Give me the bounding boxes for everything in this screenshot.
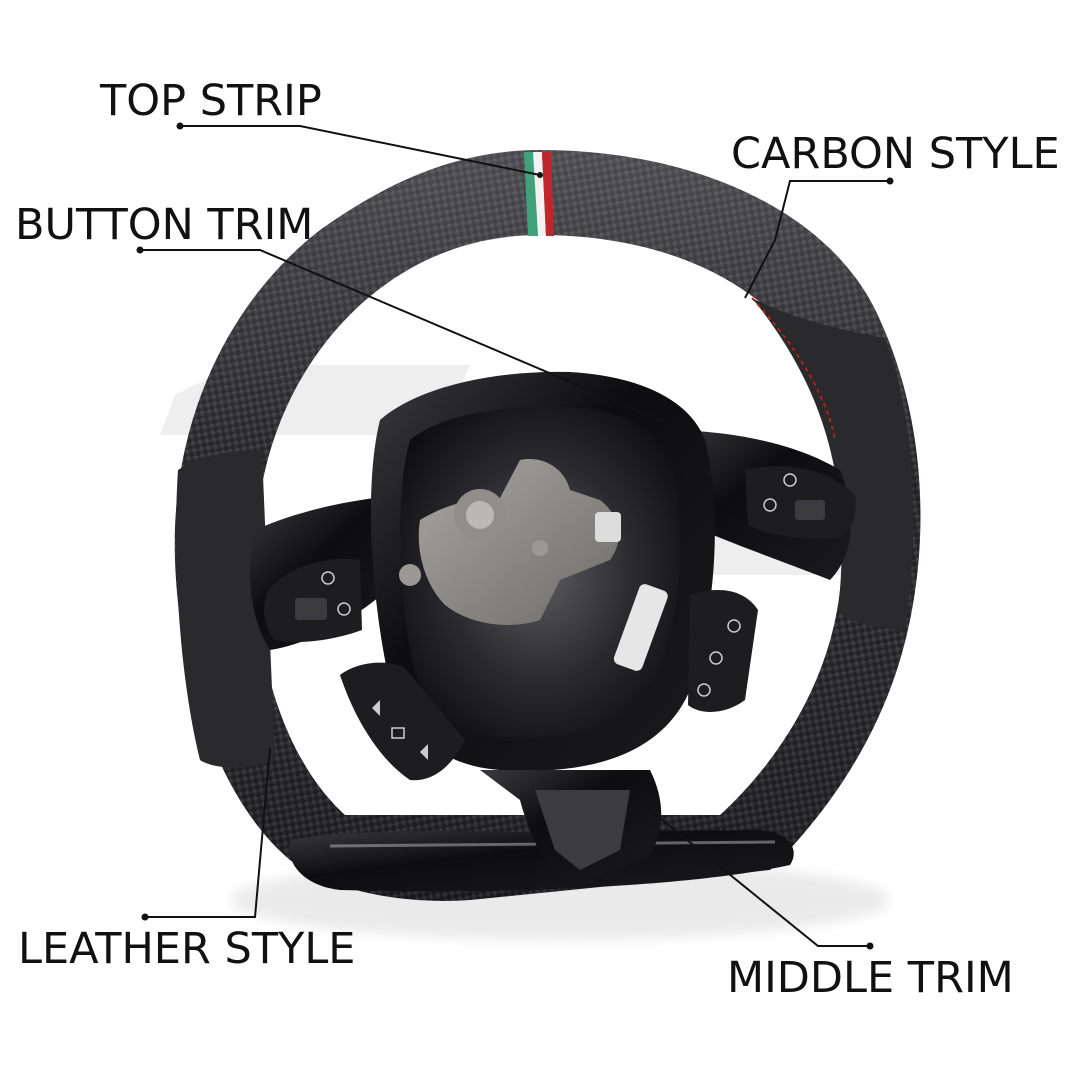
callout-middle-trim: MIDDLE TRIM xyxy=(727,953,1014,1003)
leader-leather-style xyxy=(145,747,271,918)
leader-carbon-style xyxy=(744,180,890,299)
left-button-cluster xyxy=(264,558,465,781)
top-stripe xyxy=(524,152,554,236)
leader-middle-trim xyxy=(649,809,870,947)
leader-top-strip xyxy=(180,125,541,176)
leader-button-trim xyxy=(140,249,661,421)
callout-button-trim: BUTTON TRIM xyxy=(15,200,314,250)
center-hub xyxy=(370,371,715,771)
right-alcantara-grip xyxy=(752,298,914,630)
callout-leather-style: LEATHER STYLE xyxy=(18,924,356,974)
callout-top-strip: TOP STRIP xyxy=(100,76,322,126)
middle-trim-inset xyxy=(535,790,630,870)
bottom-crossbar xyxy=(289,830,794,892)
callout-carbon-style: CARBON STYLE xyxy=(731,129,1060,179)
left-alcantara-grip xyxy=(176,450,275,768)
right-button-cluster xyxy=(688,466,856,712)
leader-lines xyxy=(140,125,890,947)
leader-dots xyxy=(136,122,894,950)
